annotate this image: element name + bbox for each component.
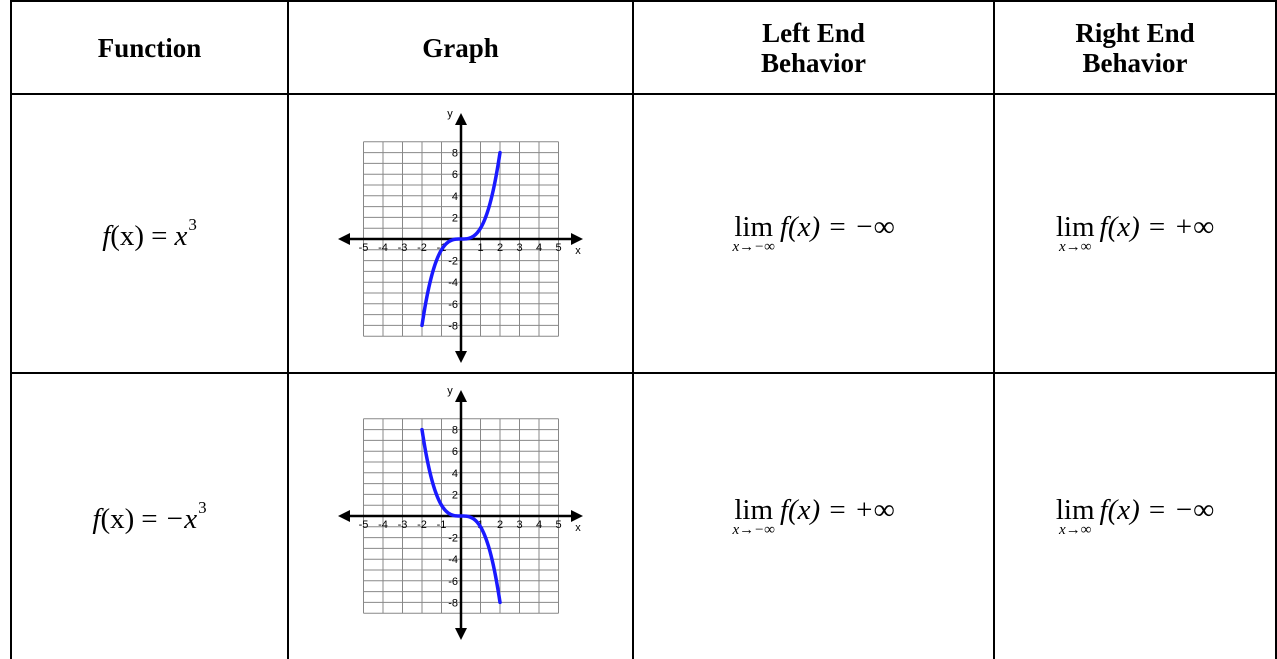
function-expression: f(x)=x3 [102, 214, 197, 252]
y-tick-label: -4 [448, 554, 458, 566]
function-expression: f(x)=−x3 [92, 497, 207, 535]
table-border-left [10, 0, 12, 659]
x-tick-label: 1 [477, 242, 483, 254]
x-axis-arrow-right [570, 232, 583, 245]
x-axis-arrow-right [570, 510, 583, 522]
x-tick-label: -3 [397, 519, 407, 531]
y-axis-label: y [447, 108, 453, 120]
y-tick-label: -8 [448, 320, 458, 332]
x-tick-label: 5 [555, 519, 561, 531]
y-tick-label: 4 [451, 468, 457, 480]
x-tick-label: 3 [516, 519, 522, 531]
function-table: Function Graph Left End Behavior Right E… [10, 0, 1277, 659]
x-tick-label: 2 [496, 519, 502, 531]
table-header-divider [10, 93, 1277, 95]
y-axis-label: y [447, 385, 453, 397]
y-tick-label: 6 [451, 169, 457, 181]
y-tick-label: -6 [448, 576, 458, 588]
y-tick-label: 8 [451, 425, 457, 437]
x-tick-label: 4 [535, 242, 541, 254]
y-tick-label: -2 [448, 533, 458, 545]
x-tick-label: 3 [516, 242, 522, 254]
function-cell-row-2: f(x)=−x3 [12, 374, 287, 659]
y-axis-arrow-up [454, 112, 467, 125]
y-tick-label: 2 [451, 489, 457, 501]
x-axis-label: x [575, 522, 581, 534]
x-tick-label: 2 [496, 242, 502, 254]
table-divider-3 [993, 0, 995, 659]
y-axis-arrow-down [454, 628, 467, 640]
x-tick-label: 4 [535, 519, 541, 531]
x-tick-label: -5 [358, 242, 368, 254]
header-left-end-behavior: Left End Behavior [761, 17, 866, 78]
function-cell-row-1: f(x)=x3 [12, 95, 287, 372]
y-tick-label: -4 [448, 277, 458, 289]
x-axis-arrow-left [337, 510, 350, 522]
x-tick-label: -4 [378, 242, 388, 254]
table-divider-2 [632, 0, 634, 659]
header-graph: Graph [422, 32, 499, 63]
function-curve [419, 427, 502, 605]
x-tick-label: 5 [555, 242, 561, 254]
header-function: Function [97, 32, 202, 63]
header-right-end-behavior: Right End Behavior [1075, 17, 1195, 78]
y-tick-label: -2 [448, 255, 458, 267]
y-tick-label: 6 [451, 446, 457, 458]
table-divider-1 [287, 0, 289, 659]
x-tick-label: -5 [358, 519, 368, 531]
x-tick-label: -2 [417, 519, 427, 531]
x-tick-label: -3 [397, 242, 407, 254]
table-row-divider [10, 372, 1277, 374]
table-border-right [1275, 0, 1277, 659]
x-axis-label: x [575, 245, 581, 257]
y-tick-label: 8 [451, 147, 457, 159]
y-tick-label: 4 [451, 190, 457, 202]
x-axis-arrow-left [337, 232, 350, 245]
y-axis-arrow-down [454, 350, 467, 363]
y-tick-label: -6 [448, 298, 458, 310]
x-tick-label: -4 [378, 519, 388, 531]
y-axis-arrow-up [454, 390, 467, 402]
x-tick-label: -2 [417, 242, 427, 254]
table-border-top [10, 0, 1277, 2]
function-curve [419, 150, 502, 327]
y-tick-label: -8 [448, 597, 458, 609]
x-tick-label: -1 [436, 519, 446, 531]
y-tick-label: 2 [451, 212, 457, 224]
